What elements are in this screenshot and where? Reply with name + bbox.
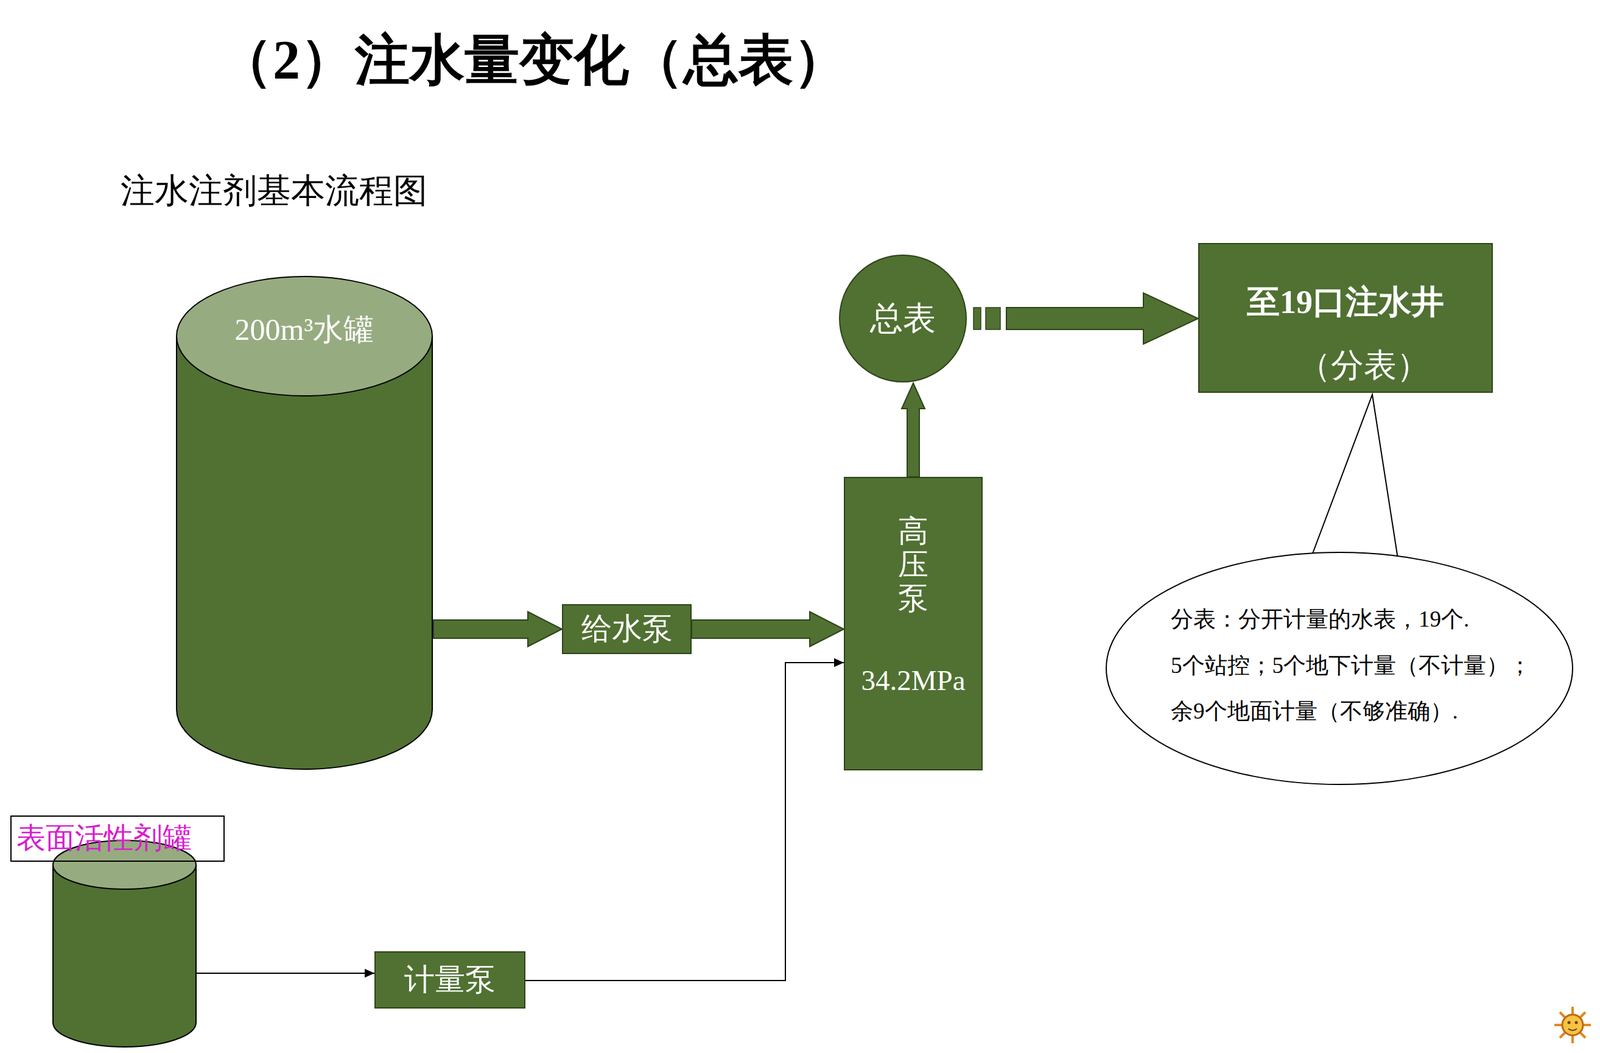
flow-arrow: [433, 611, 562, 647]
flow-arrow: [901, 382, 925, 477]
flow-arrow: [691, 611, 844, 647]
main-meter-circle: 总表: [838, 253, 968, 383]
node-text: 高压泵: [898, 514, 929, 615]
node-text: 5个站控；5个地下计量（不计量）；: [1170, 652, 1532, 679]
text-holder: 表面活性剂罐: [10, 815, 225, 861]
text-holder: 计量泵: [374, 950, 526, 1009]
flow-arrow: [525, 658, 844, 981]
node-text: 总表: [870, 299, 936, 338]
node-text: 分表：分开计量的水表，19个.: [1170, 606, 1470, 633]
text-holder: 余9个地面计量（不够准确）.: [1170, 692, 1561, 730]
callout-tail: [1307, 394, 1400, 567]
text-holder: 高压泵: [843, 514, 983, 615]
text-holder: 5个站控；5个地下计量（不计量）；: [1170, 647, 1561, 684]
metering-pump-box: 计量泵: [374, 950, 526, 1009]
text-holder: 至19口注水井: [1198, 278, 1493, 326]
callout-bubble: 分表：分开计量的水表，19个. 5个站控；5个地下计量（不计量）； 余9个地面计量（…: [1105, 550, 1574, 786]
flow-arrow: [973, 292, 1199, 344]
text-holder: 总表: [838, 253, 968, 383]
node-text: 计量泵: [404, 961, 496, 998]
node-text: 给水泵: [581, 611, 673, 647]
node-text: 余9个地面计量（不够准确）.: [1170, 698, 1459, 725]
text-holder: 34.2MPa: [843, 660, 983, 700]
text-holder: （分表）: [1234, 341, 1493, 390]
water-tank: 200m³水罐: [175, 275, 434, 771]
node-text: 34.2MPa: [860, 663, 965, 697]
text-holder: 分表：分开计量的水表，19个.: [1170, 600, 1561, 638]
text-holder: 200m³水罐: [187, 310, 422, 350]
diagram-subtitle: 注水注剂基本流程图: [120, 168, 428, 215]
node-text: 表面活性剂罐: [16, 820, 192, 855]
feed-pump-box: 给水泵: [561, 603, 692, 654]
high-pressure-pump-box: 高压泵 34.2MPa: [843, 476, 983, 771]
watermark-icon: [1554, 1006, 1591, 1043]
text-holder: 给水泵: [561, 603, 692, 654]
flow-arrow: [196, 968, 375, 978]
node-text: 至19口注水井: [1246, 283, 1445, 321]
node-outline: [175, 275, 434, 771]
diagram-title: （2）注水量变化（总表）: [217, 23, 849, 98]
surfactant-tank: 表面活性剂罐: [10, 815, 225, 1048]
node-text: （分表）: [1298, 346, 1430, 385]
injection-wells-box: 至19口注水井 （分表）: [1198, 242, 1493, 393]
node-text: 200m³水罐: [235, 312, 375, 348]
